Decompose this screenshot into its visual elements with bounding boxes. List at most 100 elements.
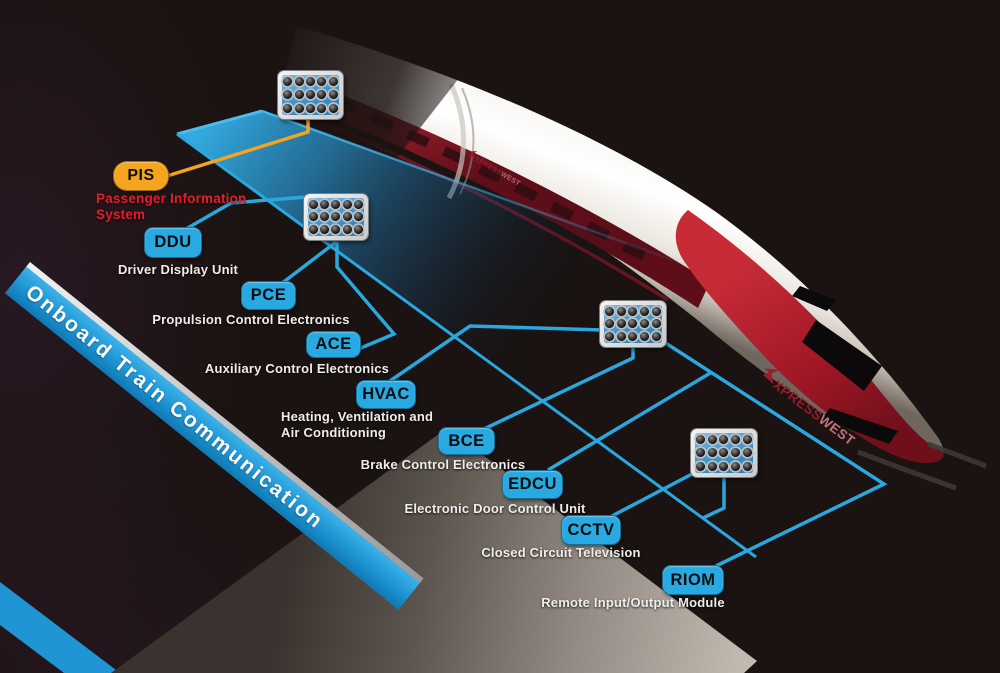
track-shadow-streaks [857,441,987,491]
connector-pin [742,448,752,458]
connector-pin [342,212,352,222]
connector-pin [320,199,330,209]
connector-pin [331,225,341,235]
connector-pin [328,103,338,113]
connector-pin [651,332,661,342]
connector-pin-grid [282,75,339,115]
connector-module-4 [691,429,757,477]
floor-edge-line [176,132,757,559]
component-desc-pis: Passenger Information System [96,191,247,222]
connector-pin [696,448,706,458]
connector-pin [328,77,338,87]
connector-pin [707,435,717,445]
connector-pin [719,461,729,471]
component-box-cctv: CCTV [561,515,621,545]
connector-pin [628,332,638,342]
connector-pin [342,225,352,235]
connector-pin [320,225,330,235]
connector-pin [605,319,615,329]
connector-pin [605,306,615,316]
connector-pin [707,461,717,471]
connector-pin [353,199,363,209]
connector-pin [651,319,661,329]
connector-pin [294,103,304,113]
network-lines [166,119,888,568]
connector-pin [742,435,752,445]
connector-pin [616,306,626,316]
hvac-link-line [389,324,604,383]
component-desc-bce: Brake Control Electronics [360,457,526,472]
connector-pin [317,103,327,113]
connector-pin [283,103,293,113]
component-box-bce: BCE [438,427,495,455]
connector-pin [719,448,729,458]
connector-pin [283,90,293,100]
cctv-link-line [611,472,693,518]
pis-link-line [166,119,310,178]
connector-pin [696,461,706,471]
connector-pin [317,77,327,87]
connector-pin [305,103,315,113]
connector-pin [616,319,626,329]
connector-pin [731,448,741,458]
connector-pin [616,332,626,342]
connector-module-3 [600,301,666,347]
connector-pin-grid [308,198,364,236]
connector-pin [353,212,363,222]
connector-pin [640,319,650,329]
connector-pin [320,212,330,222]
ace-link-line [335,242,397,352]
component-desc-riom: Remote Input/Output Module [541,595,725,610]
bce-link-line [483,347,635,431]
component-desc-ace: Auxiliary Control Electronics [204,361,390,376]
connector-pin [309,225,319,235]
windshield-upper-slit [792,286,836,311]
connector-pin [640,332,650,342]
bottom-left-stripe [0,582,120,673]
connector-pin [283,77,293,87]
component-box-pce: PCE [241,281,296,310]
connector-module-1 [278,71,343,119]
connector-pin [605,332,615,342]
connector-pin [742,461,752,471]
component-desc-pce: Propulsion Control Electronics [152,312,350,327]
connector-pin [640,306,650,316]
connector-pin [309,199,319,209]
connector-pin [331,212,341,222]
connector-pin [342,199,352,209]
component-box-hvac: HVAC [356,380,416,409]
connector-pin [309,212,319,222]
connector-pin [305,90,315,100]
component-box-pis: PIS [113,161,169,191]
connector-pin [294,77,304,87]
connector-pin [696,435,706,445]
pce-link-line [279,240,338,286]
riom-link-line [663,340,888,568]
component-desc-ddu: Driver Display Unit [117,262,239,277]
connector-pin-grid [695,433,753,473]
module4-stub-line [702,477,726,520]
component-desc-cctv: Closed Circuit Television [481,545,641,560]
ddu-link-line [185,195,307,231]
component-box-riom: RIOM [662,565,724,595]
floor-slab [111,428,757,673]
connector-pin [305,77,315,87]
connector-pin [651,306,661,316]
connector-pin [317,90,327,100]
component-box-ace: ACE [306,331,361,358]
component-desc-hvac: Heating, Ventilation and Air Conditionin… [281,409,434,440]
component-desc-edcu: Electronic Door Control Unit [404,501,586,516]
car-articulation-shadow [459,87,475,195]
connector-pin [731,461,741,471]
connector-pin [628,306,638,316]
connector-module-2 [304,194,368,240]
connector-pin [294,90,304,100]
connector-pin [628,319,638,329]
connector-pin [353,225,363,235]
xpresswest-x-icon [469,151,478,159]
connector-pin [731,435,741,445]
connector-pin [719,435,729,445]
edcu-link-line [547,370,713,472]
